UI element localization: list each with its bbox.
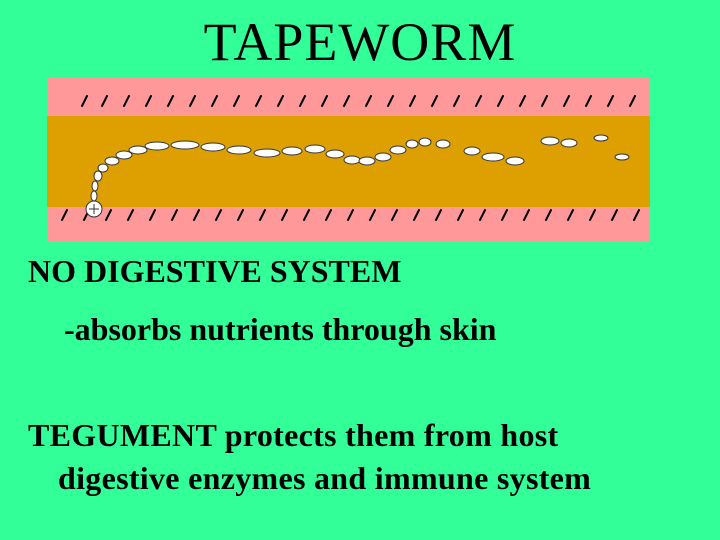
point-tegument-continued: digestive enzymes and immune system xyxy=(58,460,592,496)
point-no-digestive-system: NO DIGESTIVE SYSTEM xyxy=(28,253,402,289)
tapeworm-icon xyxy=(85,134,630,218)
point-absorbs-nutrients: -absorbs nutrients through skin xyxy=(64,311,497,347)
wall-hatch-bottom xyxy=(61,209,640,221)
tapeworm-illustration xyxy=(47,78,650,242)
wall-hatch-top xyxy=(81,95,636,107)
slide-title: TAPEWORM xyxy=(203,12,517,72)
point-tegument: TEGUMENT protects them from host xyxy=(28,417,559,453)
